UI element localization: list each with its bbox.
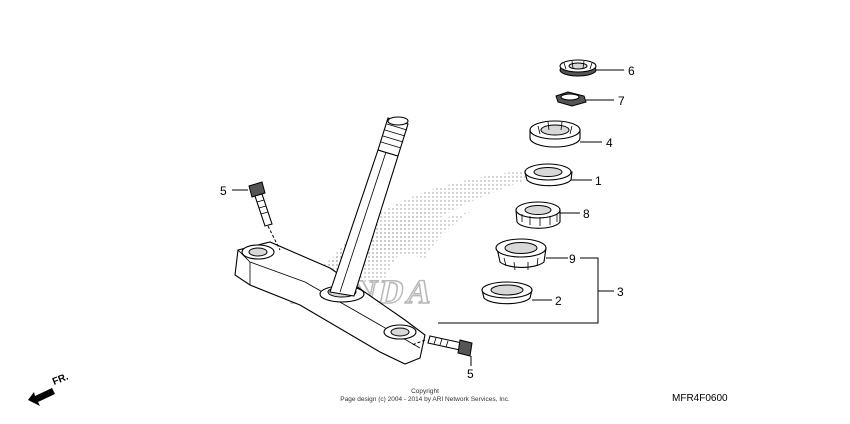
callout-8: 8 [583,207,590,221]
steering-stem [234,116,426,365]
front-direction-label: FR. [51,371,70,387]
callout-5-bottom: 5 [467,367,474,381]
part-1-dust-seal [524,163,573,187]
callout-1: 1 [595,174,602,188]
leader-lines [232,69,624,366]
callout-6: 6 [628,64,635,78]
diagram-code: MFR4F0600 [672,393,728,404]
part-8-upper-bearing [515,201,561,229]
front-direction-arrow-icon [28,388,55,406]
part-9-upper-race [495,238,547,271]
callout-3: 3 [617,285,624,299]
copyright-line-2: Page design (c) 2004 - 2014 by ARI Netwo… [340,396,510,403]
callout-4: 4 [606,136,613,150]
callout-9: 9 [569,252,576,266]
copyright-line-1: Copyright [411,388,439,395]
pinch-bolt-bottom [411,335,473,357]
part-7-lock-washer [555,91,587,107]
callout-7: 7 [618,94,625,108]
pinch-bolt-top [248,181,281,251]
callout-5-top: 5 [220,184,227,198]
part-6-lock-nut [559,59,597,77]
callout-2: 2 [555,294,562,308]
part-4-adjusting-nut [529,120,581,148]
part-2-lower-race [481,281,533,305]
